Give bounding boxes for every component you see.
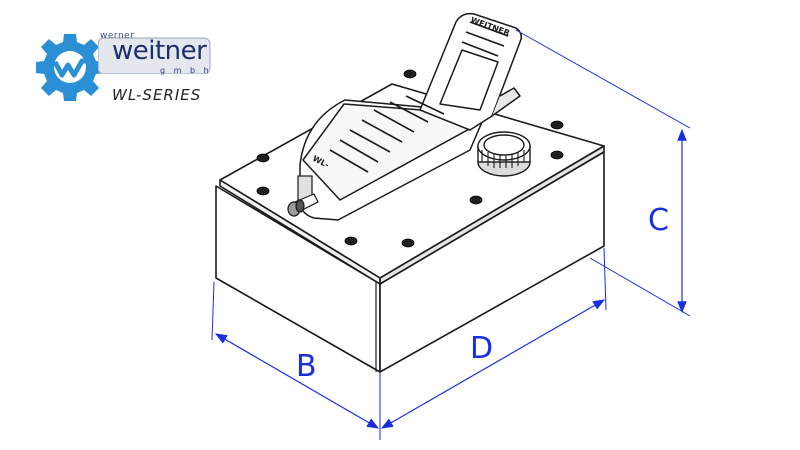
logo-banner bbox=[98, 37, 211, 74]
dimension-b-line bbox=[214, 333, 380, 429]
pedal-ribs bbox=[329, 21, 509, 173]
extension-lines bbox=[211, 29, 691, 440]
lid-screws bbox=[256, 69, 564, 248]
dimension-d-label: D bbox=[470, 331, 493, 366]
logo-suffix: g m b h bbox=[160, 66, 212, 75]
logo-series: WL-SERIES bbox=[112, 86, 202, 104]
dimension-b-label: B bbox=[296, 349, 317, 384]
pedal-hinge bbox=[491, 87, 521, 117]
logo-prefix: werner bbox=[100, 31, 135, 41]
gear-logo-icon bbox=[36, 34, 104, 101]
dimension-c-label: C bbox=[648, 203, 669, 238]
dimension-lines bbox=[214, 128, 687, 429]
logo-name: weitner bbox=[112, 36, 207, 66]
brand-logo: werner weitner g m b h WL-SERIES bbox=[30, 22, 215, 112]
pedal-opening bbox=[439, 49, 499, 111]
dimension-d-line bbox=[380, 299, 606, 429]
hose-fitting bbox=[287, 175, 319, 217]
reservoir-cap bbox=[477, 131, 531, 177]
